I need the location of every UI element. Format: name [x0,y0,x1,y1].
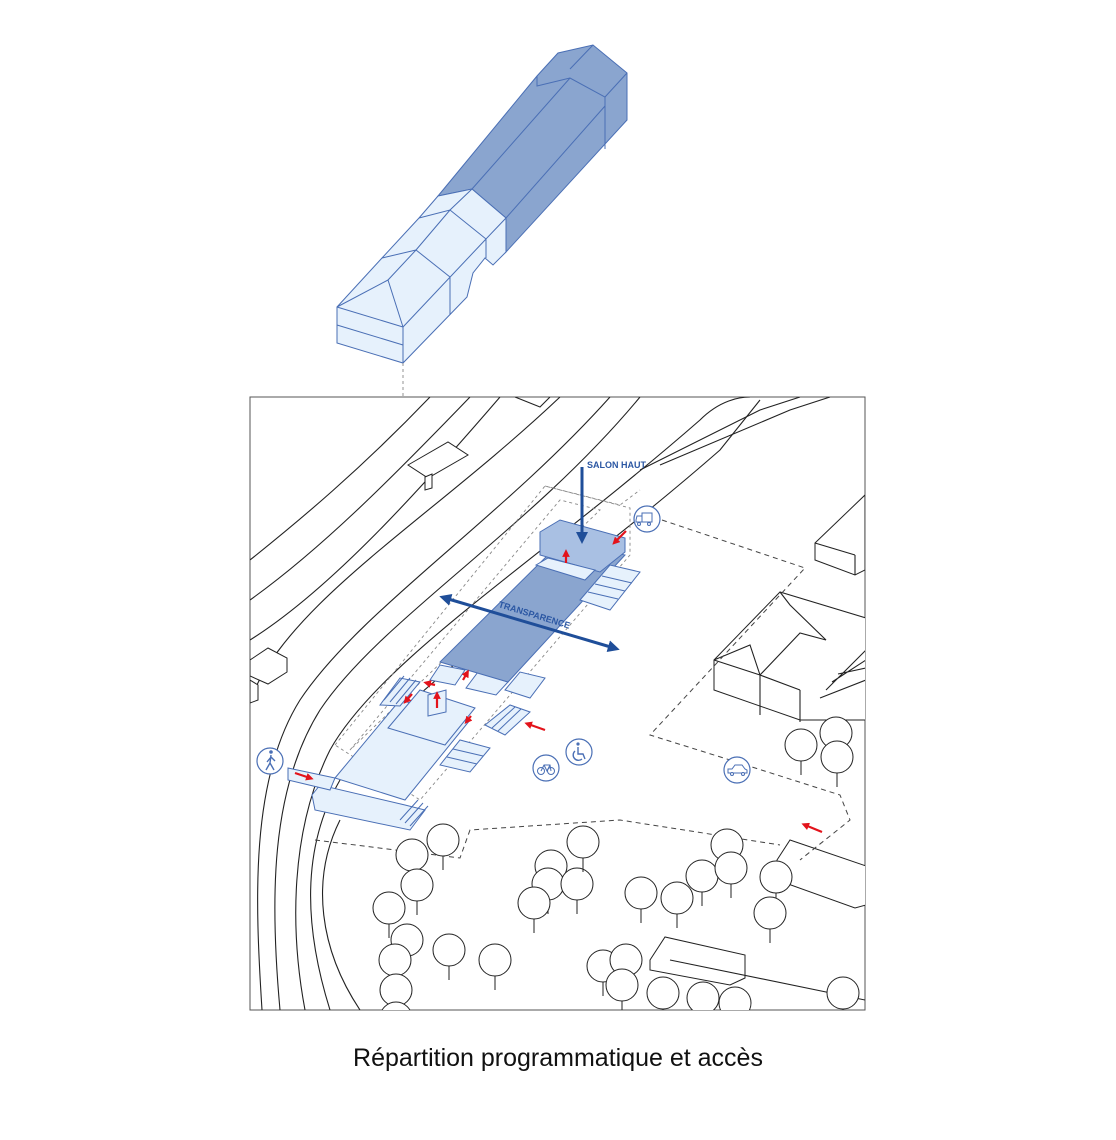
access-arrows [294,530,823,834]
trees [372,716,860,1010]
building [250,647,288,685]
diagram-caption: Répartition programmatique et accès [353,1044,763,1072]
terrain-contours [250,397,831,1010]
salon-haut-volume [539,519,626,573]
tree [820,740,854,787]
light-volume [336,188,507,364]
building [250,679,259,704]
tree [566,825,600,872]
tree [478,943,512,990]
transparence-arrow [439,593,620,653]
truck-icon [633,505,661,533]
tree [379,973,413,1010]
car-icon [723,756,751,784]
tree [560,867,594,914]
tree [372,891,406,938]
tree [714,851,748,898]
tree [686,981,720,1010]
tree [826,976,860,1010]
tree [517,886,551,933]
tree [784,728,818,775]
shelter [407,441,469,491]
bicycle-icon [532,754,560,782]
tree [624,876,658,923]
wheelchair-icon [565,738,593,766]
tree [432,933,466,980]
pedestrian-icon [256,747,284,775]
tree [646,976,680,1010]
tree [605,968,639,1010]
tree [400,868,434,915]
tree [753,896,787,943]
salon-haut-label: SALON HAUT [587,460,646,470]
tree [660,881,694,928]
tree [426,823,460,870]
exploded-building-volume [336,44,628,364]
tree [718,986,752,1010]
tree [381,1001,411,1010]
